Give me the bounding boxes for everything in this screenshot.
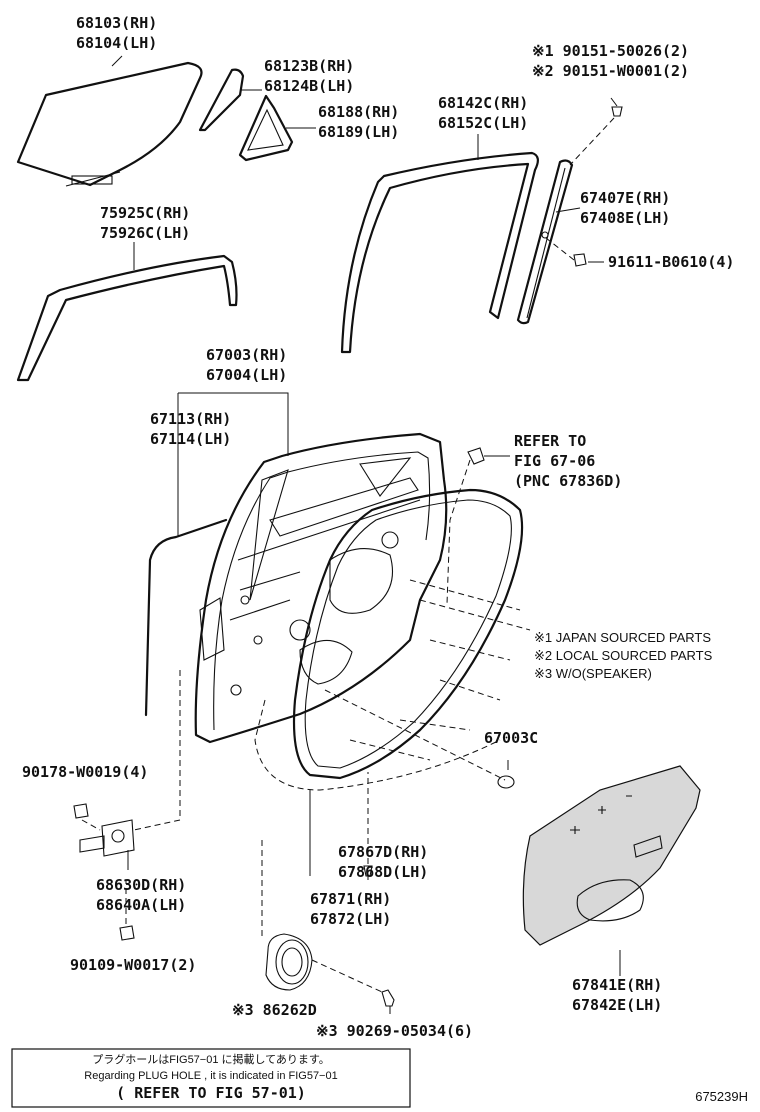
label-68142c: 68142C(RH) [438,94,528,112]
label-68103: 68103(RH) [76,14,157,32]
label-90151-w0001: ※2 90151-W0001(2) [532,62,689,80]
division-bar [516,159,574,325]
label-90109: 90109-W0017(2) [70,956,196,974]
door-panel [194,432,448,744]
label-90178: 90178-W0019(4) [22,763,148,781]
label-67003c: 67003C [484,729,538,747]
label-67871: 67871(RH) [310,890,391,908]
label-75925c: 75925C(RH) [100,204,190,222]
label-90151-50026: ※1 90151-50026(2) [532,42,689,60]
quarter-glass [198,68,245,132]
screw-90269 [381,989,395,1014]
plug-67003c [497,760,515,789]
label-67867d: 67867D(RH) [338,843,428,861]
speaker-86262d [261,840,383,993]
label-68189: 68189(LH) [318,123,399,141]
clip-67836d [467,447,510,465]
label-90269: ※3 90269-05034(6) [316,1022,473,1040]
label-68123b: 68123B(RH) [264,57,354,75]
label-67408e: 67408E(LH) [580,209,670,227]
hinge-bolts [73,670,181,941]
label-86262d: ※3 86262D [232,1001,317,1019]
label-67841e: 67841E(RH) [572,976,662,994]
plug-hole-note-box: プラグホールはFIG57−01 に掲載してあります。 Regarding PLU… [11,1048,411,1108]
quarter-weatherstrip [238,94,294,162]
door-glass [16,61,203,187]
door-hinge [79,819,135,870]
label-91611: 91611-B0610(4) [608,253,734,271]
clip-67867d [363,772,373,877]
belt-moulding [16,254,238,382]
label-67003: 67003(RH) [206,346,287,364]
label-67842e: 67842E(LH) [572,996,662,1014]
door-outer-frame [144,518,228,717]
label-68152c: 68152C(LH) [438,114,528,132]
label-68188: 68188(RH) [318,103,399,121]
label-67004: 67004(LH) [206,366,287,384]
illustration-code: 675239H [695,1089,748,1104]
label-67407e: 67407E(RH) [580,189,670,207]
note-english: Regarding PLUG HOLE , it is indicated in… [84,1070,337,1082]
label-75926c: 75926C(LH) [100,224,190,242]
service-hole-cover [522,765,701,946]
glass-run [340,151,539,354]
legend-japan-sourced: ※1 JAPAN SOURCED PARTS [534,630,711,645]
leader-lines [111,55,621,976]
note-refer-fig-57-01: ( REFER TO FIG 57-01) [116,1084,306,1102]
label-67114: 67114(LH) [150,430,231,448]
label-68124b: 68124B(LH) [264,77,354,95]
label-68630d: 68630D(RH) [96,876,186,894]
screw-90151 [569,97,623,166]
label-67872: 67872(LH) [310,910,391,928]
label-68104: 68104(LH) [76,34,157,52]
label-pnc-67836d: (PNC 67836D) [514,472,622,490]
label-67113: 67113(RH) [150,410,231,428]
label-fig-67-06: FIG 67-06 [514,452,595,470]
projection-lines [254,459,531,791]
legend-wo-speaker: ※3 W/O(SPEAKER) [534,666,652,681]
label-refer-to: REFER TO [514,432,586,450]
label-68640a: 68640A(LH) [96,896,186,914]
note-japanese: プラグホールはFIG57−01 に掲載してあります。 [92,1052,330,1066]
door-weatherstrip [292,488,524,780]
legend-local-sourced: ※2 LOCAL SOURCED PARTS [534,648,713,663]
label-67868d: 67868D(LH) [338,863,428,881]
bolt-91611 [545,237,604,267]
